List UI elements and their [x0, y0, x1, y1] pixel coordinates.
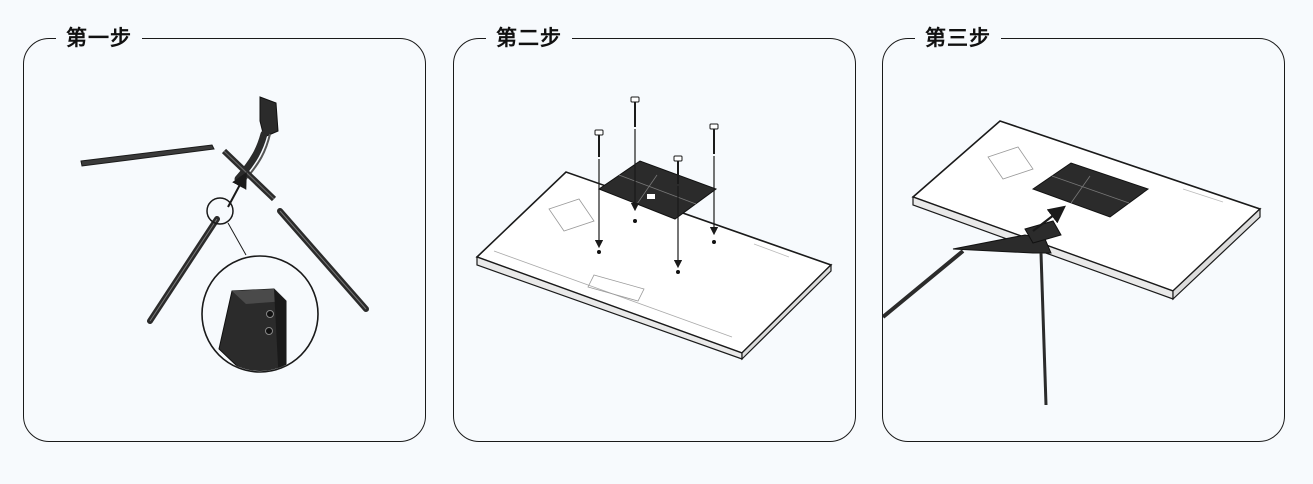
zoom-detail-icon [201, 255, 319, 373]
step-1-title: 第一步 [56, 20, 142, 56]
center-joint [221, 148, 277, 202]
leg-bar-right [277, 208, 369, 312]
step-2-panel: 第二步 [453, 20, 856, 442]
screw-icon [630, 96, 640, 223]
screw-icon [709, 123, 719, 244]
stand-legs-assembly-illustration [80, 96, 369, 373]
callout-line [227, 222, 247, 256]
detail-callout-circle [206, 197, 234, 225]
tv-stand-insertion-illustration [883, 120, 1262, 406]
screw-icon [594, 129, 604, 254]
leg-bar-lower-left [147, 216, 220, 324]
stand [883, 220, 1062, 406]
insert-arrow-icon [1032, 205, 1066, 232]
step-1-panel: 第一步 [23, 20, 426, 442]
step-2-title: 第二步 [486, 20, 572, 56]
tv-back [475, 171, 833, 361]
step-3-title: 第三步 [915, 20, 1001, 56]
wall-bracket-plate [1031, 162, 1150, 218]
wall-bracket-plate [597, 160, 718, 220]
tv-back [911, 120, 1262, 301]
step-3-panel: 第三步 [882, 20, 1285, 442]
tv-back-bracket-screws-illustration [475, 96, 833, 361]
screw-icon [673, 155, 683, 274]
leg-bar-left [80, 144, 215, 167]
